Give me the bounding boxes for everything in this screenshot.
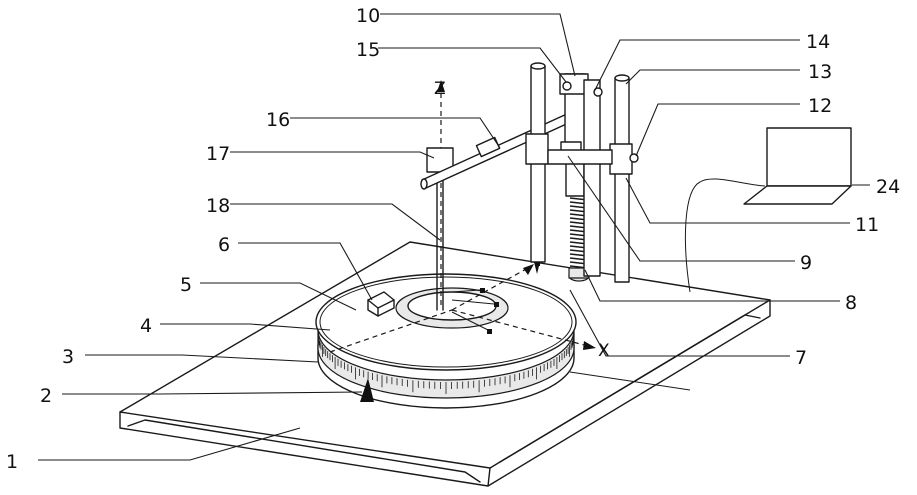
label-6: 6: [218, 234, 230, 256]
label-18: 18: [206, 195, 230, 217]
label-12: 12: [808, 95, 832, 117]
label-17: 17: [206, 143, 230, 165]
label-11: 11: [855, 214, 879, 236]
laptop: [744, 128, 851, 204]
label-10: 10: [356, 5, 380, 27]
label-3: 3: [62, 346, 74, 368]
axis-z-label: Z: [434, 79, 446, 99]
label-7: 7: [795, 347, 807, 369]
rotary-table: [316, 274, 576, 408]
label-16: 16: [266, 109, 290, 131]
label-4: 4: [140, 315, 152, 337]
label-24: 24: [876, 176, 900, 198]
label-5: 5: [180, 274, 192, 296]
label-8: 8: [845, 292, 857, 314]
label-14: 14: [806, 31, 830, 53]
label-9: 9: [800, 252, 812, 274]
label-2: 2: [40, 385, 52, 407]
left-column: [526, 63, 548, 274]
label-1: 1: [6, 451, 18, 473]
cable: [685, 179, 765, 292]
label-13: 13: [808, 61, 832, 83]
label-15: 15: [356, 39, 380, 61]
lead-screw-column: [560, 74, 602, 281]
